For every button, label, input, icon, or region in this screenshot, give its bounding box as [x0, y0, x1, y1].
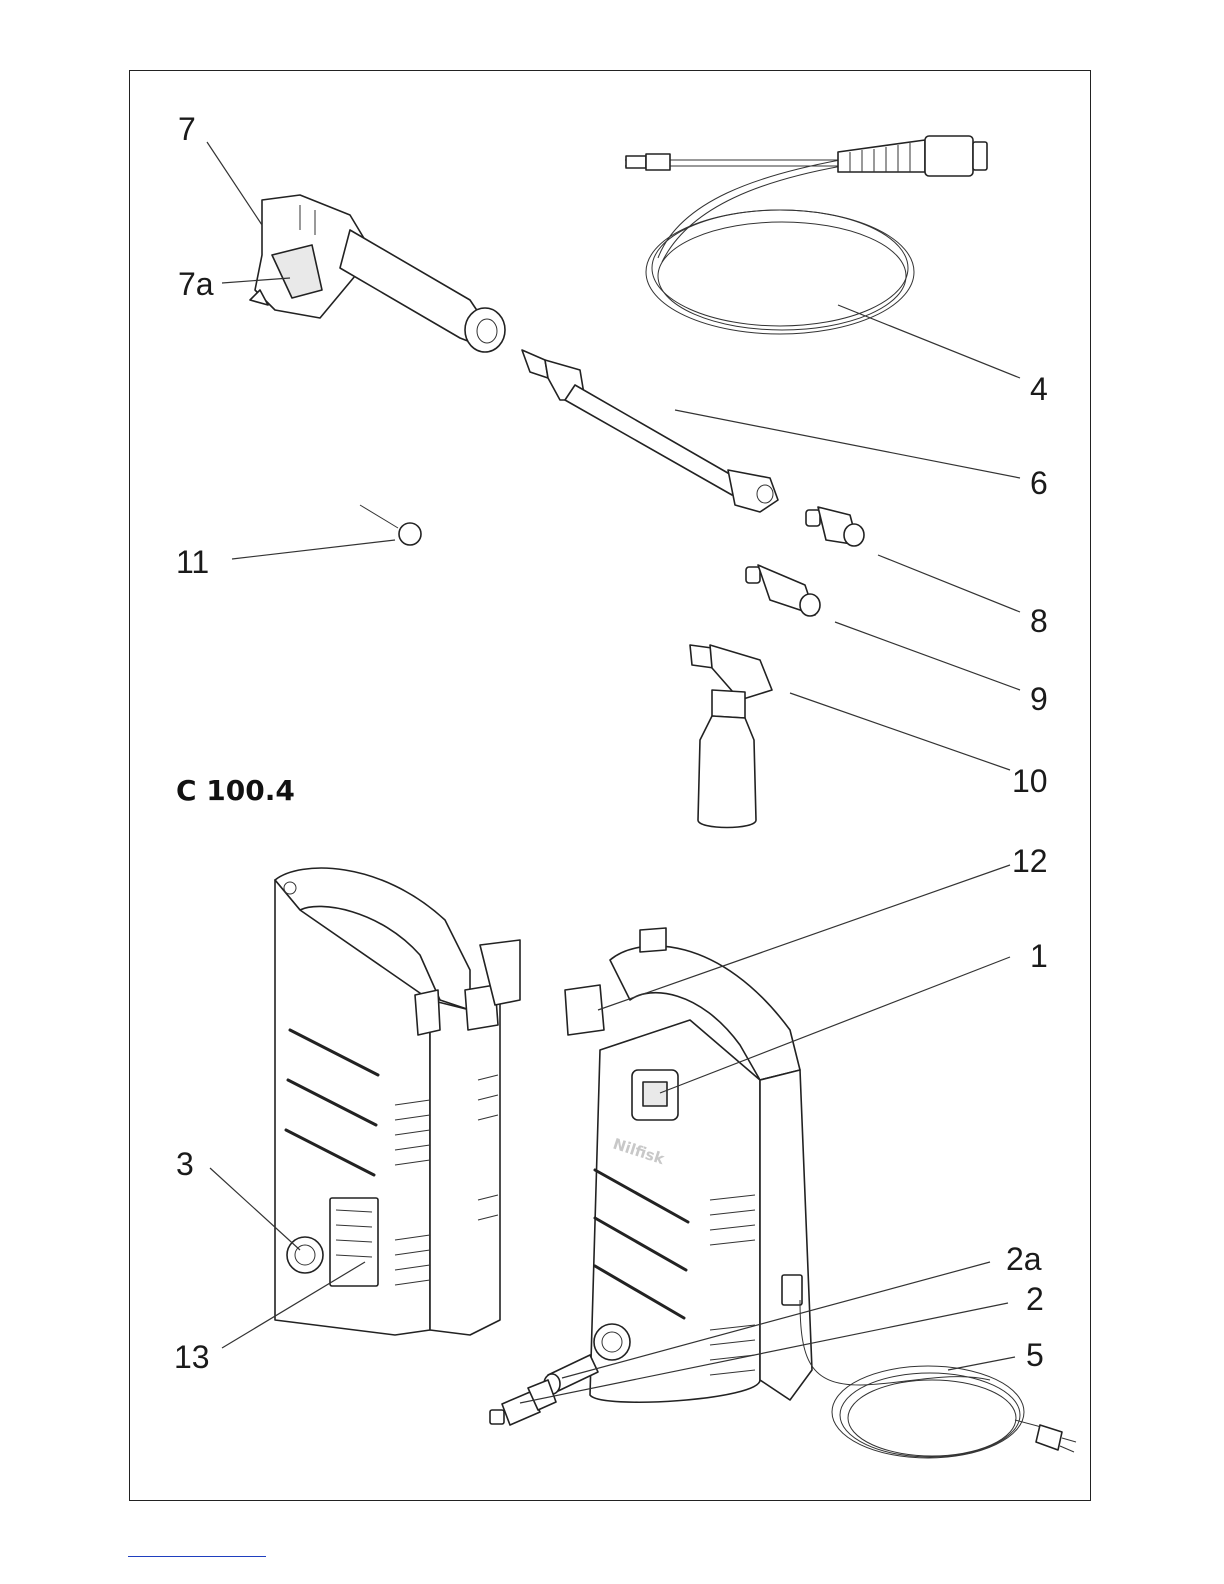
- spray-lance: [522, 350, 778, 512]
- callout-6: 6: [1030, 465, 1048, 501]
- nozzle-8: [806, 507, 864, 546]
- washer-rear-view: [275, 868, 520, 1335]
- callout-7a: 7a: [178, 266, 214, 302]
- callout-2a: 2a: [1006, 1241, 1042, 1277]
- callout-13: 13: [174, 1339, 210, 1375]
- callout-4: 4: [1030, 371, 1048, 407]
- callout-11: 11: [176, 544, 209, 580]
- callout-9: 9: [1030, 681, 1048, 717]
- nozzle-9: [746, 565, 820, 616]
- callout-1: 1: [1030, 938, 1048, 974]
- nozzle-cleaning-pin: [360, 505, 421, 545]
- model-title: C 100.4: [176, 774, 295, 807]
- callout-10: 10: [1012, 763, 1048, 799]
- callout-3: 3: [176, 1146, 194, 1182]
- high-pressure-hose: [625, 136, 987, 334]
- callout-5: 5: [1026, 1337, 1044, 1373]
- washer-front-view: Nilfisk: [565, 928, 812, 1402]
- footer-rule: [128, 1556, 266, 1557]
- power-cord-with-plug: [800, 1300, 1076, 1458]
- callout-8: 8: [1030, 603, 1048, 639]
- callout-2: 2: [1026, 1281, 1044, 1317]
- callout-7: 7: [178, 111, 196, 147]
- callout-12: 12: [1012, 843, 1048, 879]
- spray-gun: [250, 195, 505, 352]
- foam-sprayer-bottle: [690, 645, 772, 828]
